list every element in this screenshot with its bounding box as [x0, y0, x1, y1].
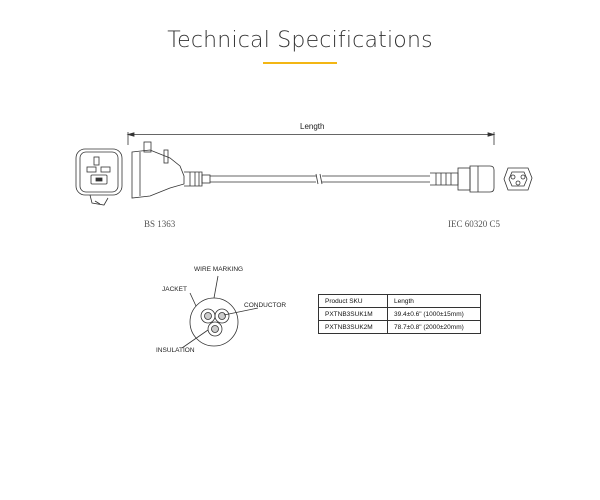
iec-c5-label: IEC 60320 C5: [448, 219, 501, 229]
title-underline: [263, 62, 337, 64]
length-cell: 39.4±0.6" (1000±15mm): [387, 307, 481, 321]
column-header: Product SKU: [318, 294, 388, 308]
bs1363-label: BS 1363: [144, 219, 176, 229]
jacket-label: JACKET: [162, 286, 187, 293]
table-header-row: Product SKU Length: [318, 294, 481, 308]
spec-table: Product SKU Length PXTNB3SUK1M 39.4±0.6"…: [318, 294, 481, 334]
sku-cell: PXTNB3SUK2M: [318, 320, 388, 334]
conductor-label: CONDUCTOR: [244, 302, 287, 309]
length-cell: 78.7±0.8" (2000±20mm): [387, 320, 481, 334]
length-dimension-label: Length: [300, 122, 325, 131]
column-header: Length: [387, 294, 481, 308]
table-row: PXTNB3SUK2M 78.7±0.8" (2000±20mm): [318, 320, 481, 334]
sku-cell: PXTNB3SUK1M: [318, 307, 388, 321]
wire-marking-label: WIRE MARKING: [194, 266, 244, 273]
page-title: Technical Specifications: [167, 28, 433, 53]
insulation-label: INSULATION: [156, 347, 195, 354]
table-row: PXTNB3SUK1M 39.4±0.6" (1000±15mm): [318, 307, 481, 321]
